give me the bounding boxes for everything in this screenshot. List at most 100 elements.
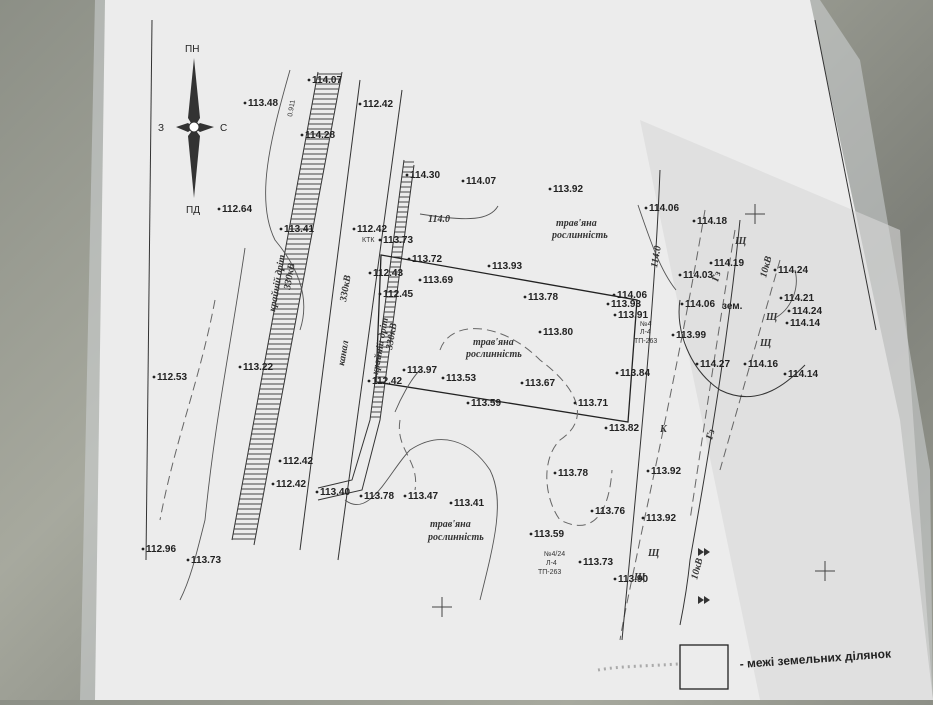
elevation-point [368,271,372,275]
elevation-label: 113.92 [646,513,676,524]
elevation-point [449,501,453,505]
power-line-corridor [231,71,343,546]
elevation-label: 113.59 [534,529,564,540]
elevation-point [279,227,283,231]
symbol-sch: Щ [765,312,778,323]
elevation-point [590,509,594,513]
tp-label: №4/24 [544,551,565,558]
elevation-point [783,372,787,376]
elevation-point [487,264,491,268]
grid-cross [745,204,765,224]
tp-label: ТП-263 [538,569,561,576]
elevation-point [604,426,608,430]
elevation-label: 112.64 [222,204,252,215]
grass-label: рослинність [551,230,608,241]
elevation-label: 113.99 [676,330,706,341]
elevation-point [405,173,409,177]
voltage-label: 330кВ [384,322,400,352]
elevation-point [152,375,156,379]
elevation-point [461,179,465,183]
elevation-label: 113.69 [423,275,453,286]
elevation-point [773,268,777,272]
elevation-label: 113.78 [558,468,588,479]
elevation-label: 114.27 [700,359,730,370]
elevation-label: 113.73 [383,235,413,246]
elevation-label: 112.43 [373,268,403,279]
elevation-label: 114.14 [788,369,818,380]
elevation-point [352,227,356,231]
elevation-point [787,309,791,313]
symbol-sch: Щ [734,236,747,247]
elevation-point [785,321,789,325]
elevation-point [578,560,582,564]
elevation-label: 114.07 [466,176,496,187]
elevation-label: 112.42 [363,99,393,110]
elevation-label: 114.18 [697,216,727,227]
elevation-point [520,381,524,385]
elevation-point [367,379,371,383]
elevation-point [418,278,422,282]
contour-value: 114.0 [649,245,664,269]
elevation-label: 114.07 [312,75,342,86]
canal-edge-2 [299,79,361,551]
elevation-label: 114.06 [685,299,715,310]
elevation-point [358,102,362,106]
voltage-label: 330кВ [282,262,298,292]
elevation-point [646,469,650,473]
elevation-label: 114.24 [792,306,822,317]
elevation-label: 113.48 [248,98,278,109]
elevation-label: 112.53 [157,372,187,383]
grass-label: рослинність [427,532,484,543]
elevation-point [403,494,407,498]
elevation-label: 113.78 [364,491,394,502]
elevation-point [606,302,610,306]
land-plot-boundary [375,254,638,423]
elevation-label: 113.40 [320,487,350,498]
elevation-point [466,401,470,405]
elevation-point [243,101,247,105]
elevation-point [553,471,557,475]
elevation-label: 112.42 [372,376,402,387]
compass-west: З [158,123,164,134]
compass-rose-icon [176,58,214,198]
road-line [678,299,806,398]
elevation-label: 112.42 [276,479,306,490]
road-line [679,219,741,626]
compass-east: С [220,123,227,134]
code-label: 0.911 [287,99,297,117]
elevation-point [709,261,713,265]
elevation-label: 113.78 [528,292,558,303]
contour-line [637,204,677,291]
elevation-label: 113.97 [407,365,437,376]
elevation-point [359,494,363,498]
elevation-label: 113.80 [543,327,573,338]
canal-edge [337,89,403,561]
vegetation-boundary [159,299,216,521]
elevation-point [141,547,145,551]
elevation-point [613,577,617,581]
paper-shadow [640,120,933,700]
elevation-label: 113.92 [553,184,583,195]
elevation-point [613,313,617,317]
elevation-label: 113.90 [618,574,648,585]
elevation-point [612,293,616,297]
elevation-point [529,532,533,536]
map-frame-right [814,19,877,331]
elevation-point [692,219,696,223]
compass-north: ПН [185,44,199,55]
elevation-point [641,516,645,520]
contour-line [394,369,421,413]
grass-label: рослинність [465,349,522,360]
perforation [597,662,679,672]
elevation-point [217,207,221,211]
ktk-label: КТК [362,237,375,244]
tp-label: Л-4 [640,329,651,336]
elevation-label: 114.16 [748,359,778,370]
elevation-point [271,482,275,486]
elevation-point [695,362,699,366]
elevation-point [441,376,445,380]
elevation-label: 113.91 [618,310,648,321]
elevation-label: 113.73 [583,557,613,568]
tp-label: Л-4 [546,560,557,567]
